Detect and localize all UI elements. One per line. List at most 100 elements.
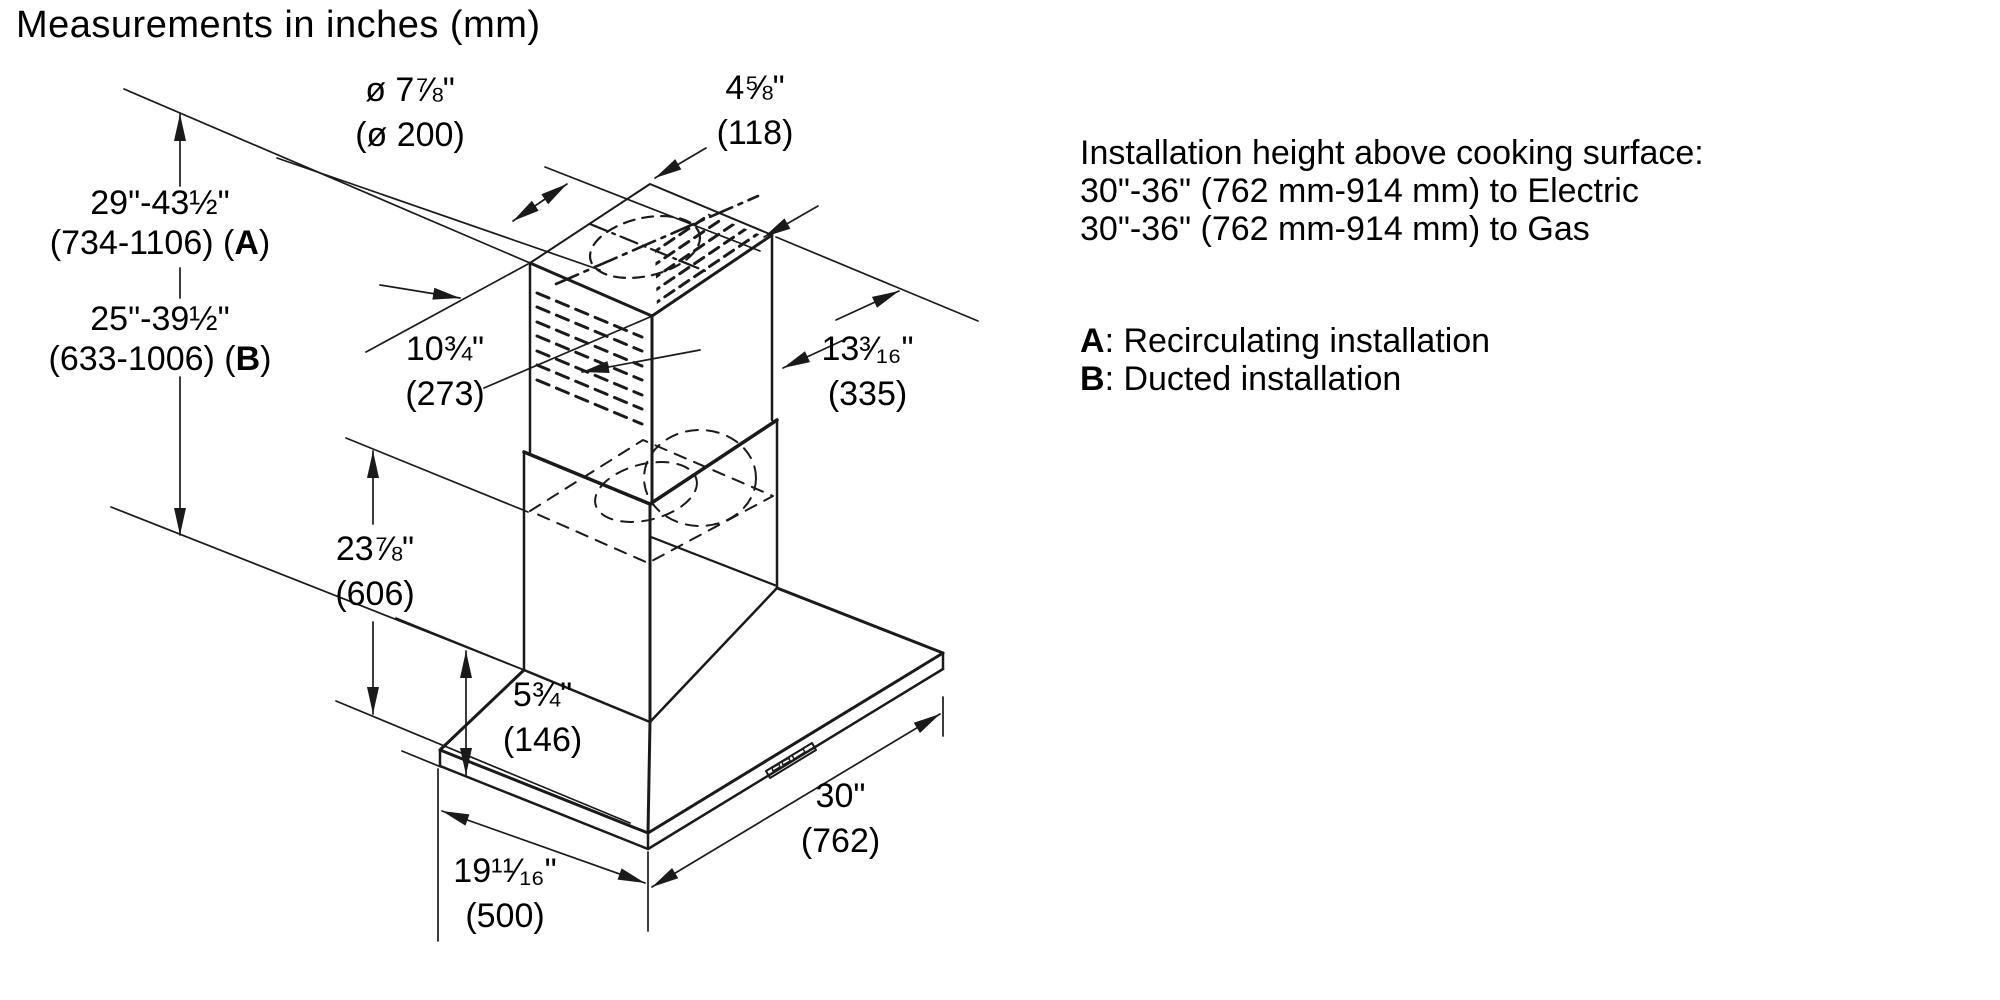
dim-hood-width [647, 696, 944, 932]
hood-depth-inches: 19¹¹⁄₁₆" [453, 852, 557, 890]
extension-line [365, 263, 529, 353]
hood-width-mm: (762) [800, 822, 881, 860]
hood-width-inches: 30" [815, 777, 866, 815]
label-chimney-width: 10¾" (273) [350, 327, 540, 417]
leader-arrow [581, 349, 701, 373]
dimension-arrow [441, 810, 646, 884]
extension-line [395, 617, 525, 671]
leader-arrow [782, 337, 849, 369]
grille-slot [653, 210, 768, 309]
label-canopy-height: 5¾" (146) [450, 673, 635, 763]
collar-width-inches: 4⅝" [725, 69, 785, 107]
vent-grille-left [535, 291, 644, 426]
canopy-height-inches: 5¾" [512, 676, 573, 714]
drawing-title: Measurements in inches (mm) [16, 4, 541, 46]
hidden-plate [529, 439, 774, 564]
legend-b-text: : Ducted installation [1104, 360, 1402, 398]
dim-chimney-width [365, 263, 701, 389]
leader-arrow [835, 290, 900, 321]
canopy-right-slant [775, 586, 945, 655]
canopy-outline [438, 535, 945, 835]
height-b-paren: ) [260, 340, 272, 378]
center-line-2 [588, 222, 707, 273]
dim-chimney-height [335, 437, 631, 824]
grille-slot [535, 378, 644, 426]
leader-arrow [379, 284, 461, 300]
extension-line [335, 700, 631, 824]
canopy-back-edge [649, 535, 779, 588]
chimney-width-inches: 10¾" [405, 330, 485, 368]
grille-slot [535, 305, 644, 353]
canopy-left-slant [438, 668, 526, 752]
dimension-arrow [512, 183, 568, 222]
label-hood-width: 30" (762) [748, 774, 933, 864]
grille-slot [653, 191, 768, 280]
chimney-height-inches: 23⅞" [335, 530, 415, 568]
hidden-duct-circle-inner [594, 461, 698, 523]
height-a-paren: ) [258, 224, 271, 262]
install-height-electric: 30"-36" (762 mm-914 mm) to Electric [1080, 172, 1639, 210]
chimney-upper-outline [528, 183, 774, 506]
legend-b: B: Ducted installation [1080, 360, 1704, 398]
label-height-recirculating: 29"-43½" (734-1106) (A) [10, 183, 310, 263]
dim-duct-diameter [276, 157, 761, 271]
height-a-inches: 29"-43½" [90, 184, 230, 222]
grille-slot [535, 320, 644, 368]
extension-line [276, 157, 601, 271]
legend-a: A: Recirculating installation [1080, 322, 1704, 360]
chimney-top-back-edges [529, 183, 773, 264]
dim-chimney-depth [775, 236, 979, 369]
height-b-inches: 25"-39½" [90, 300, 230, 338]
dim-hood-depth [437, 768, 646, 942]
legend-a-letter: A [1080, 322, 1105, 360]
hidden-duct-dashed [529, 429, 774, 564]
install-height-heading: Installation height above cooking surfac… [1080, 134, 1704, 172]
chimney-width-mm: (273) [405, 375, 485, 413]
chimney-depth-mm: (335) [827, 375, 908, 413]
label-chimney-height: 23⅞" (606) [280, 527, 470, 617]
extension-line [775, 236, 979, 322]
grille-slot [535, 363, 644, 411]
hidden-duct-circle-outer [643, 429, 757, 527]
info-spacer [1080, 248, 1704, 322]
install-height-gas: 30"-36" (762 mm-914 mm) to Gas [1080, 210, 1590, 248]
legend-a-text: : Recirculating installation [1104, 322, 1491, 360]
height-b-mm: (633-1006) (B) [10, 339, 310, 379]
chimney-lower-outline [522, 418, 779, 724]
height-a-mm-value: (734-1106) ( [49, 224, 235, 262]
height-b-mm-value: (633-1006) ( [48, 340, 236, 378]
duct-diameter-inches: ø 7⅞" [365, 71, 455, 109]
chimney-depth-inches: 13³⁄₁₆" [821, 330, 914, 368]
chimney-height-mm: (606) [335, 575, 415, 613]
dim-canopy-height [395, 617, 525, 776]
hood-depth-mm: (500) [465, 897, 545, 935]
vent-grille-inner [653, 191, 768, 309]
extension-line [544, 166, 761, 252]
grille-slot [535, 291, 644, 339]
extension-line [483, 316, 651, 389]
height-a-mm: (734-1106) (A) [10, 223, 310, 263]
label-hood-depth: 19¹¹⁄₁₆" (500) [390, 849, 620, 939]
grille-slot [535, 349, 644, 397]
collar-width-mm: (118) [716, 114, 794, 152]
legend-b-letter: B [1080, 360, 1105, 398]
label-duct-diameter: ø 7⅞" (ø 200) [290, 68, 530, 158]
height-a-letter: A [234, 224, 259, 262]
installation-info: Installation height above cooking surfac… [1080, 134, 1704, 398]
extension-line [401, 750, 442, 768]
leader-arrow [654, 147, 707, 179]
height-b-letter: B [235, 340, 261, 378]
center-line-1 [554, 194, 760, 286]
label-chimney-depth: 13³⁄₁₆" (335) [765, 327, 970, 417]
label-height-ducted: 25"-39½" (633-1006) (B) [10, 299, 310, 379]
extension-line [345, 437, 529, 513]
dimension-arrow [651, 713, 941, 888]
dim-collar-width [654, 147, 819, 238]
grille-slot [535, 334, 644, 382]
leader-arrow [763, 205, 819, 238]
canopy-front-slant [646, 720, 652, 835]
label-collar-width: 4⅝" (118) [655, 66, 855, 156]
duct-diameter-mm: (ø 200) [355, 116, 465, 154]
